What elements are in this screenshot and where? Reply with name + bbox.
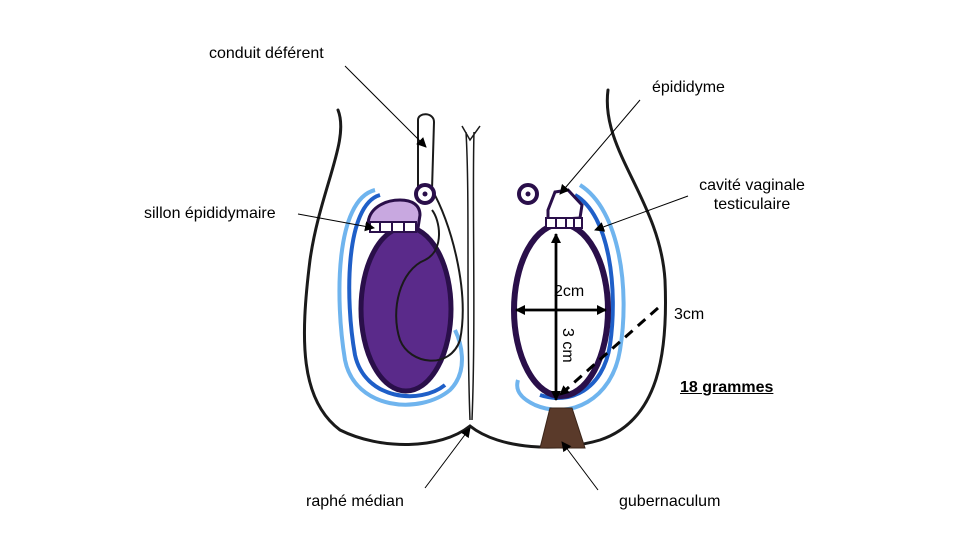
left-vaginal-cavity (337, 188, 464, 407)
label-conduit-deferent: conduit déférent (209, 45, 324, 62)
scrotum-outline (302, 88, 668, 449)
leader-epididyme (559, 99, 641, 195)
label-gubernaculum: gubernaculum (619, 493, 721, 510)
leader-raphe (424, 427, 471, 489)
gubernaculum-shape (539, 407, 586, 449)
left-testis (337, 113, 464, 407)
leader-gubernaculum (561, 441, 599, 491)
right-testis (511, 183, 659, 449)
measure-weight: 18 grammes (680, 379, 774, 396)
right-vaginal-cavity (515, 183, 626, 412)
leader-cavite (594, 195, 689, 232)
leader-sillon (297, 213, 375, 232)
measure-width: 2cm (554, 283, 585, 300)
label-cavite-vaginale-line1: cavité vaginale (699, 177, 805, 194)
measure-diagonal: 3cm (674, 306, 705, 323)
label-cavite-vaginale-line2: testiculaire (713, 196, 791, 213)
median-raphe-line (461, 125, 481, 421)
diagonal-arrow (559, 306, 659, 397)
left-testis-body (358, 224, 454, 394)
label-cavite-vaginale: cavité vaginale testiculaire (682, 176, 822, 214)
label-raphe-median: raphé médian (306, 493, 404, 510)
label-epididyme: épididyme (652, 79, 725, 96)
left-vas-deferens (395, 113, 464, 362)
measure-length: 3 cm (559, 328, 576, 363)
label-sillon-epididymaire: sillon épididymaire (144, 205, 276, 222)
leader-conduit-deferent (344, 65, 427, 148)
